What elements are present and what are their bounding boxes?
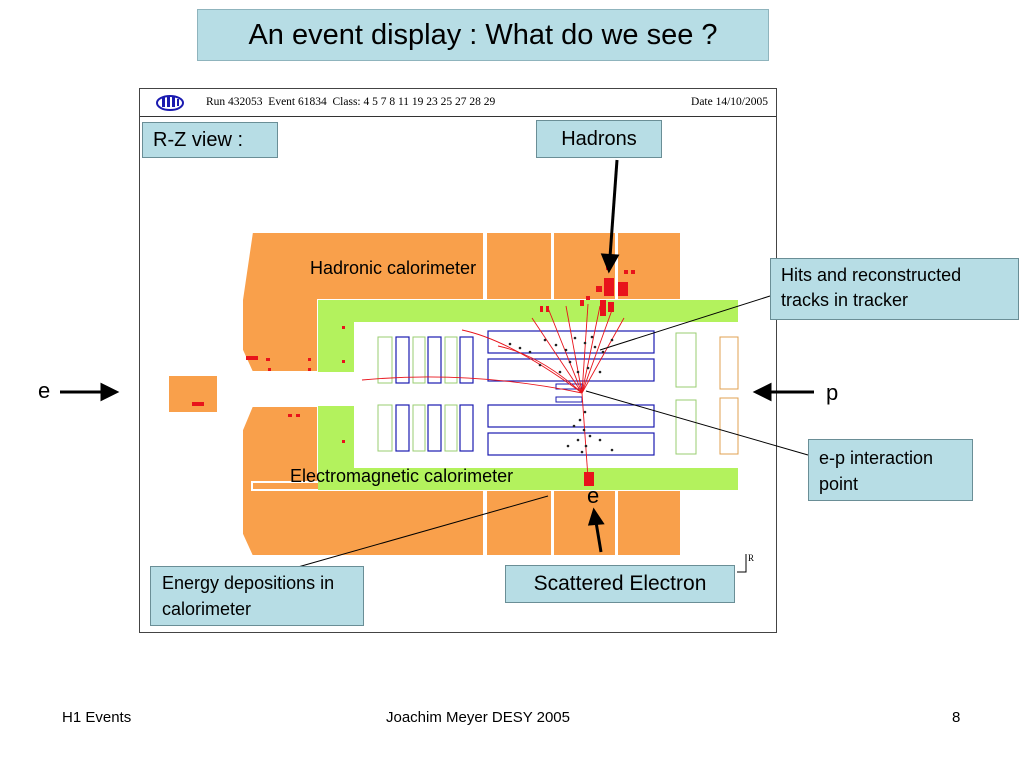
slide-title-text: An event display : What do we see ?	[248, 18, 718, 51]
hits-tracks-label: Hits and reconstructed tracks in tracker	[770, 258, 1019, 320]
energy-depositions-label: Energy depositions in calorimeter	[150, 566, 364, 626]
backward-hit	[192, 402, 204, 406]
scattered-e-label: e	[587, 483, 600, 508]
leader-lines	[297, 295, 809, 573]
h1-logo-icon	[156, 95, 184, 111]
hadronic-calorimeter-top	[241, 231, 682, 373]
rz-view-label: R-Z view :	[142, 122, 278, 158]
beam-arrows	[60, 159, 814, 553]
footer-left: H1 Events	[62, 709, 132, 726]
forward-muon	[719, 336, 739, 455]
slide-title: An event display : What do we see ?	[197, 9, 769, 61]
beam-e-label: e	[38, 378, 51, 403]
em-calorimeter-label: Electromagnetic calorimeter	[290, 466, 514, 486]
tracker-hits	[508, 335, 614, 454]
event-date: Date 14/10/2005	[691, 96, 768, 108]
page-number: 8	[952, 709, 961, 726]
backward-calorimeter	[169, 376, 217, 412]
run-info: Run 432053 Event 61834 Class: 4 5 7 8 11…	[206, 96, 496, 108]
forward-tracker	[377, 332, 697, 455]
interaction-point-label: e-p interaction point	[808, 439, 973, 501]
hadrons-label: Hadrons	[536, 120, 662, 158]
r-axis-label: R	[748, 553, 755, 563]
tracker-chambers	[395, 330, 655, 456]
footer-center: Joachim Meyer DESY 2005	[386, 709, 570, 726]
event-header: Run 432053 Event 61834 Class: 4 5 7 8 11…	[140, 89, 776, 117]
beam-p-label: p	[826, 380, 839, 405]
tracks	[361, 303, 625, 479]
hadronic-calorimeter-label: Hadronic calorimeter	[310, 258, 477, 278]
em-calorimeter	[318, 300, 738, 490]
inner-detector-region	[354, 322, 738, 468]
scattered-electron-label: Scattered Electron	[505, 565, 735, 603]
